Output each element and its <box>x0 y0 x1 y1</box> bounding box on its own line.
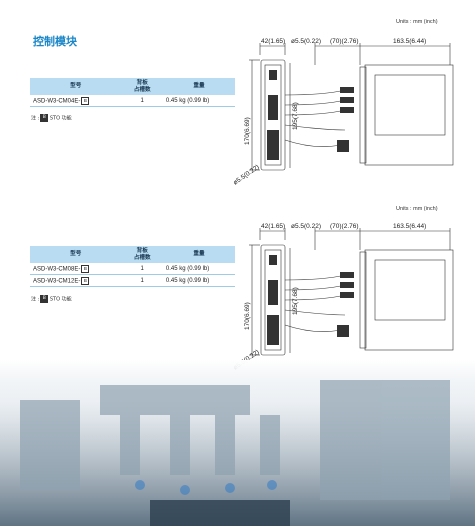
header-weight: 重量 <box>162 246 235 263</box>
sto-badge: B <box>81 96 90 105</box>
dim-pitch: 195(7.68) <box>292 287 299 315</box>
sto-note-2: 注 :B STO 功能 <box>31 295 72 303</box>
dim-width: 42(1.65) <box>261 223 285 230</box>
header-slots: 背板占槽数 <box>121 78 163 95</box>
units-label-1: Units : mm (inch) <box>396 19 438 25</box>
dim-hole-top: ø5.5(0.22) <box>291 38 321 45</box>
sto-badge: B <box>81 264 90 273</box>
weight-cell: 0.45 kg (0.99 lb) <box>162 95 235 107</box>
spec-table-1: 型号 背板占槽数 重量 ASD-W3-CM04E-B 1 0.45 kg (0.… <box>30 78 235 107</box>
units-label-2: Units : mm (inch) <box>396 206 438 212</box>
dim-depth: 163.5(6.44) <box>393 223 426 230</box>
dim-hole-top: ø5.5(0.22) <box>291 223 321 230</box>
slots-cell: 1 <box>121 95 163 107</box>
model-cell: ASD-W3-CM04E-B <box>30 95 122 107</box>
dim-height: 170(6.69) <box>244 117 251 145</box>
header-model: 型号 <box>30 246 122 263</box>
header-slots: 背板占槽数 <box>121 246 163 263</box>
dimension-drawing-1: 42(1.65) ø5.5(0.22) (70)(2.76) 163.5(6.4… <box>232 38 454 185</box>
dim-depth: 163.5(6.44) <box>393 38 426 45</box>
dim-offset: (70)(2.76) <box>330 223 359 230</box>
model-cell: ASD-W3-CM12E-B <box>30 274 122 287</box>
dim-pitch: 195(7.68) <box>292 102 299 130</box>
header-weight: 重量 <box>162 78 235 95</box>
table-row: ASD-W3-CM12E-B 1 0.45 kg (0.99 lb) <box>30 274 235 287</box>
factory-background-image <box>0 360 475 526</box>
slots-cell: 1 <box>121 263 163 275</box>
table-row: ASD-W3-CM08E-B 1 0.45 kg (0.99 lb) <box>30 263 235 275</box>
slots-cell: 1 <box>121 274 163 287</box>
table-row: ASD-W3-CM04E-B 1 0.45 kg (0.99 lb) <box>30 95 235 107</box>
dim-height: 170(6.69) <box>244 302 251 330</box>
dim-offset: (70)(2.76) <box>330 38 359 45</box>
sto-note-1: 注 :B STO 功能 <box>31 114 72 122</box>
dim-hole-bottom: ø5.5(0.22) <box>232 164 261 185</box>
dimension-drawing-2: 42(1.65) ø5.5(0.22) (70)(2.76) 163.5(6.4… <box>232 223 454 370</box>
weight-cell: 0.45 kg (0.99 lb) <box>162 274 235 287</box>
section-title: 控制模块 <box>33 35 77 48</box>
weight-cell: 0.45 kg (0.99 lb) <box>162 263 235 275</box>
model-cell: ASD-W3-CM08E-B <box>30 263 122 275</box>
dim-width: 42(1.65) <box>261 38 285 45</box>
header-model: 型号 <box>30 78 122 95</box>
sto-badge: B <box>81 276 90 285</box>
spec-table-2: 型号 背板占槽数 重量 ASD-W3-CM08E-B 1 0.45 kg (0.… <box>30 246 235 287</box>
